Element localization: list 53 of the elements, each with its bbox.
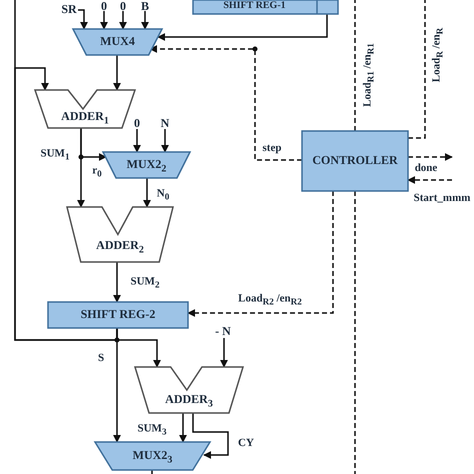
edge-label: Start_mmm [412, 192, 472, 204]
block-label: SHIFT REG-2 [80, 308, 156, 321]
edge-label: S [96, 352, 106, 364]
arrow [157, 14, 328, 41]
controller-block [302, 131, 408, 191]
control-signal-line [408, 0, 426, 139]
input-label: N [159, 117, 171, 129]
arrow [220, 338, 228, 368]
edge-label: done [414, 162, 438, 174]
multiplexer-trapezoid [95, 442, 210, 470]
block-label: ADDER$_{2}$ [95, 239, 145, 256]
arrow [80, 128, 107, 161]
edge-label: CY [237, 437, 255, 449]
block-label: MUX2$_{2}$ [126, 158, 168, 176]
edge-label: N$_{0}$ [156, 187, 170, 203]
arrow [192, 413, 229, 459]
edge-label: step [262, 142, 282, 154]
input-label: 0 [132, 117, 142, 129]
block-label: SHIFT REG-1 [222, 0, 287, 12]
block-label: ADDER$_{1}$ [60, 110, 110, 128]
block-label: MUX4 [99, 35, 136, 48]
input-label: B [140, 0, 150, 11]
shift-register-block [193, 0, 338, 14]
adder-block [67, 207, 173, 262]
input-label: - N [210, 325, 236, 338]
arrow [161, 129, 169, 153]
edge-label: SUM$_{3}$ [136, 422, 168, 438]
input-label: 0 [118, 0, 128, 11]
adder-block [135, 367, 243, 413]
multiplexer-trapezoid [103, 152, 190, 178]
connector-line [14, 0, 118, 341]
arrow [143, 178, 151, 208]
block-label: ADDER$_{3}$ [164, 393, 214, 410]
shift-register-block [48, 302, 188, 328]
arrow [141, 11, 149, 30]
control-signal-arrow [407, 176, 452, 184]
block-label: CONTROLLER [311, 154, 399, 167]
input-label: 0 [99, 0, 109, 11]
block-label: MUX2$_{3}$ [132, 449, 174, 466]
arrow [113, 262, 121, 303]
arrow [133, 129, 141, 153]
arrow [100, 11, 108, 30]
control-signal-line [354, 191, 356, 474]
control-signal-arrow [187, 191, 334, 317]
control-signal-arrow [408, 153, 453, 161]
adder-block [35, 90, 135, 128]
arrow [113, 55, 121, 91]
control-signal-line [354, 0, 356, 131]
input-label: SR [60, 3, 78, 17]
multiplexer-trapezoid [73, 29, 162, 55]
arrow [78, 9, 88, 30]
arrow [179, 413, 187, 443]
arrow [119, 11, 127, 30]
